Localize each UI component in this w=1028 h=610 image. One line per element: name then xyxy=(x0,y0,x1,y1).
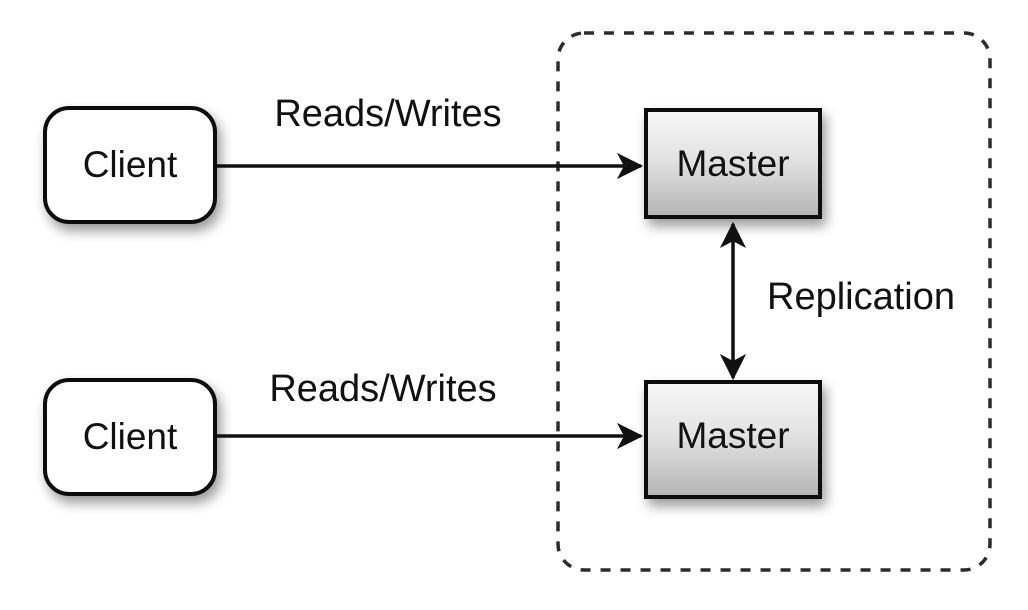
client-bottom-label: Client xyxy=(83,416,178,457)
replication-label: Replication xyxy=(767,276,955,318)
node-client-top[interactable]: Client xyxy=(43,106,217,224)
client-bottom-shape xyxy=(43,378,217,496)
client-top-label: Client xyxy=(83,144,178,185)
edge-bottom-label: Reads/Writes xyxy=(269,368,496,410)
node-master-bottom[interactable]: Master xyxy=(644,380,822,499)
master-bottom-label: Master xyxy=(676,415,789,456)
node-master-top[interactable]: Master xyxy=(644,108,822,219)
master-top-label: Master xyxy=(676,143,789,184)
client-top-shape xyxy=(43,106,217,224)
node-client-bottom[interactable]: Client xyxy=(43,378,217,496)
edge-top-label: Reads/Writes xyxy=(274,93,501,135)
replication-group-boundary xyxy=(556,31,992,572)
edge-client-bottom-to-master-bottom: Reads/Writes xyxy=(216,368,644,450)
edge-replication: Replication xyxy=(719,221,955,381)
master-bottom-shape xyxy=(644,380,822,499)
edge-client-top-to-master-top: Reads/Writes xyxy=(216,93,644,180)
master-top-shape xyxy=(644,108,822,219)
